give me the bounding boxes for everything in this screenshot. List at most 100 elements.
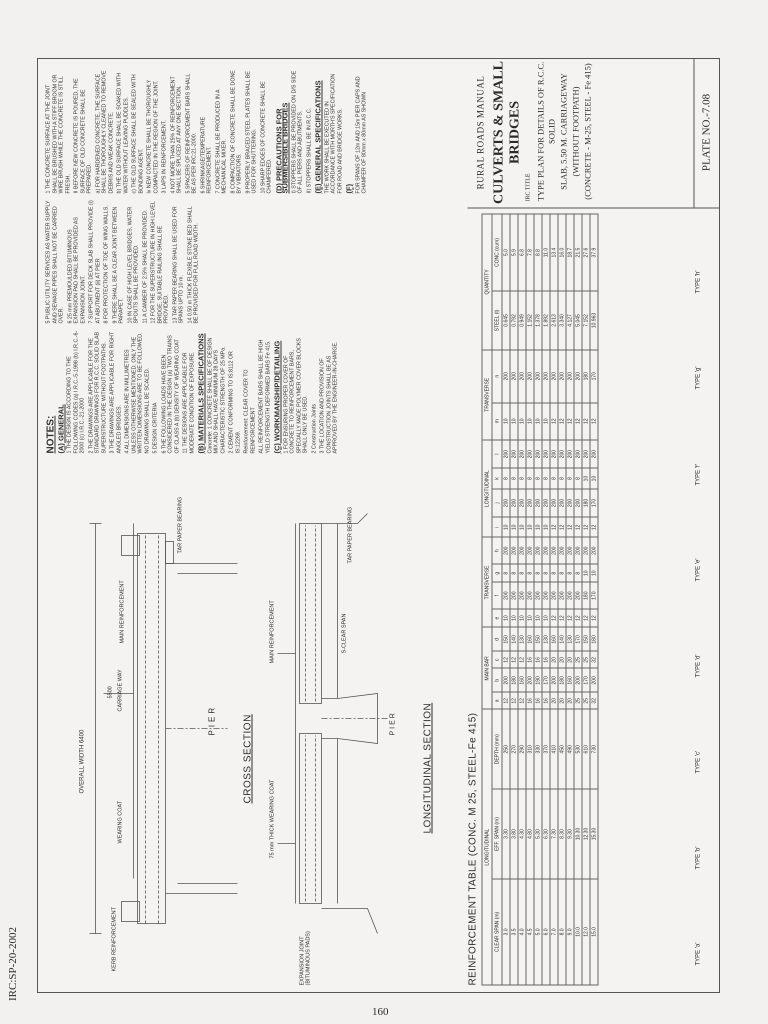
- table-cell: 12.30: [581, 788, 590, 879]
- table-column-header: j: [491, 488, 502, 517]
- right-note: II BEFORE NEW CONCRETE IS POURED, THE SU…: [73, 77, 92, 193]
- table-cell: 200: [589, 667, 598, 692]
- table-cell: 10: [525, 608, 534, 627]
- table-cell: 5.0: [501, 213, 510, 291]
- table-cell: 170: [581, 667, 590, 692]
- table-cell: 610: [581, 708, 590, 789]
- table-cell: 200: [557, 581, 566, 609]
- table-cell: 10: [581, 563, 590, 582]
- carriage-width-dim: 5500: [107, 685, 113, 698]
- table-cell: 16: [525, 691, 534, 709]
- table-cell: 7.8: [525, 213, 534, 291]
- table-cell: 8: [565, 467, 574, 489]
- table-cell: 200: [549, 439, 558, 468]
- table-cell: 20: [549, 691, 558, 709]
- table-cell: 12: [565, 608, 574, 627]
- table-column-header: l: [491, 439, 502, 468]
- bar-type-label: TYPE 'a': [695, 942, 701, 965]
- workmanship-note: 7 SUPPORT FOR DECK SLAB SHALL PROVIDE (i…: [88, 199, 101, 323]
- table-cell: 10: [517, 608, 526, 627]
- overall-width-label: OVERALL WIDTH 6400: [79, 729, 85, 793]
- table-cell: 200: [557, 349, 566, 403]
- table-cell: 200: [501, 349, 510, 403]
- table-cell: 200: [509, 536, 518, 564]
- organization-name: RURAL ROADS MANUAL: [475, 75, 485, 189]
- description-line: (WITHOUT FOOTPATH): [570, 86, 580, 176]
- table-cell: 10: [589, 467, 598, 489]
- long-tar-paper-label: TAR PAPER BEARING: [347, 506, 353, 563]
- table-cell: 1.378: [533, 290, 542, 350]
- general-note: 4 ALL DIMENSIONS ARE IN MILLIMETRES UNLE…: [124, 331, 150, 453]
- section-drawings: [89, 512, 387, 934]
- carriage-way-label: CARRIAGE WAY: [117, 668, 123, 711]
- table-cell: 25: [581, 691, 590, 709]
- table-cell: 200: [573, 536, 582, 564]
- table-cell: 4.30: [517, 788, 526, 879]
- table-cell: 180: [581, 349, 590, 403]
- table-cell: 200: [509, 581, 518, 609]
- table-cell: 200: [589, 439, 598, 468]
- right-note: 6 SHRINKAGE/TEMPERATURE REINFORCEMENT.: [199, 116, 213, 193]
- right-note: 9 PROPERLY BRACED STEEL PLATES SHALL BE …: [244, 70, 258, 193]
- table-cell: 10: [541, 608, 550, 627]
- submersible-heading: (D) PRECAUTIONS FOR SUBMERSIBLE BRIDGES: [273, 102, 290, 193]
- table-cell: 6.8: [517, 213, 526, 291]
- table-cell: 160: [525, 626, 534, 651]
- table-column-header: CLEAR SPAN (m): [491, 878, 502, 985]
- table-cell: 20: [549, 650, 558, 668]
- table-cell: 16: [541, 650, 550, 668]
- workmanship-note: 2 Construction Joints: [310, 403, 317, 453]
- table-cell: 16: [533, 691, 542, 709]
- table-cell: 200: [517, 581, 526, 609]
- workmanship-note: 12 FOR THE SUPERSTRUCTURE IN HIGH LEVEL …: [150, 200, 169, 323]
- table-cell: 200: [549, 488, 558, 517]
- table-cell: 200: [517, 488, 526, 517]
- table-cell: 150: [533, 626, 542, 651]
- table-cell: 0.792: [509, 290, 518, 350]
- table-cell: 25: [573, 650, 582, 668]
- table-cell: 10: [509, 402, 518, 440]
- plate-number: PLATE NO.-7.08: [693, 59, 712, 207]
- right-note: 3 LAPS IN REINFORCEMENT.: [161, 119, 167, 193]
- general-note: 5 DESIGN CRITERIA: [152, 402, 158, 453]
- table-cell: 8: [565, 563, 574, 582]
- table-cell: 200: [573, 349, 582, 403]
- table-cell: 200: [565, 536, 574, 564]
- table-cell: 7.30: [549, 788, 558, 879]
- table-cell: 200: [501, 536, 510, 564]
- table-cell: 200: [541, 581, 550, 609]
- table-cell: 16: [533, 650, 542, 668]
- f-heading: (F): [344, 183, 353, 193]
- right-note: a) FOR HARDENED CONCRETE, THE SURFACE SH…: [94, 70, 114, 193]
- notes-heading: NOTES:: [45, 415, 56, 453]
- materials-heading: (B) MATERIALS SPECIFICATIONS: [196, 332, 205, 453]
- workmanship-note: 5 PUBLIC UTILITY SERVICES AS WATER SUPPL…: [45, 200, 64, 323]
- notes-section: NOTES: (A) GENERAL 1 THE DESIGN IS ACCOR…: [45, 63, 465, 453]
- table-cell: 20: [557, 691, 566, 709]
- table-cell: 12: [573, 516, 582, 537]
- table-cell: 3.340: [557, 290, 566, 350]
- table-cell: 12: [573, 402, 582, 440]
- table-cell: 180: [557, 667, 566, 692]
- table-cell: 5.0: [533, 878, 542, 985]
- long-main-reinf-label: MAIN REINFORCEMENT: [269, 599, 275, 663]
- drawing-plate: CROSS SECTION LONGITUDINAL SECTION OVERA…: [37, 58, 720, 993]
- table-cell: 200: [581, 536, 590, 564]
- table-cell: 9.30: [565, 788, 574, 879]
- table-cell: 200: [565, 581, 574, 609]
- table-cell: 450: [557, 708, 566, 789]
- table-cell: 12: [581, 402, 590, 440]
- table-cell: 8: [525, 563, 534, 582]
- table-cell: 130: [565, 626, 574, 651]
- table-cell: 200: [565, 349, 574, 403]
- bar-type-labels: TYPE 'a'TYPE 'b'TYPE 'c'TYPE 'd'TYPE 'e'…: [685, 213, 713, 985]
- long-pier-label: PIER: [389, 710, 396, 735]
- workmanship-heading: (C) WORKMANSHIP/DETAILING: [272, 340, 281, 453]
- table-cell: 200: [517, 439, 526, 468]
- table-cell: 32: [589, 650, 598, 668]
- table-cell: 0.949: [517, 290, 526, 350]
